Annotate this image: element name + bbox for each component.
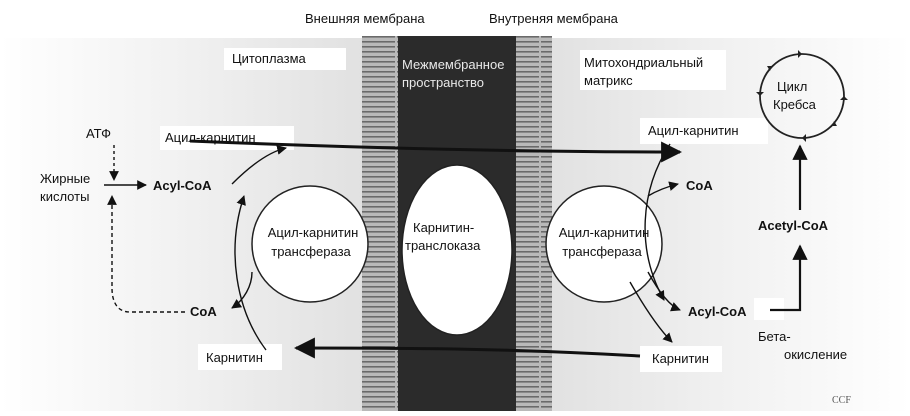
coa-right-label: CoA xyxy=(686,178,713,193)
coa-recycle-dashed-arrow xyxy=(107,195,185,313)
acyl-carnitine-import-arrow xyxy=(189,139,683,163)
intermembrane-label-line1: Межмембранное xyxy=(402,57,505,72)
outer-membrane-label: Внешняя мембрана xyxy=(305,11,425,26)
acyl-coa-right-label: Acyl-CoA xyxy=(688,304,747,319)
matrix-box xyxy=(580,50,726,90)
cytoplasm-label: Цитоплазма xyxy=(232,51,306,66)
acyl-carnitine-right-label: Ацил-карнитин xyxy=(648,123,739,138)
fatty-acids-label-line2: кислоты xyxy=(40,189,90,204)
acetyl-coa-label: Acetyl-CoA xyxy=(758,218,829,233)
krebs-cycle-label-line2: Кребса xyxy=(773,97,816,112)
beta-oxidation-label-line1: Бета- xyxy=(758,329,791,344)
acyl-coa-left-label: Acyl-CoA xyxy=(153,178,212,193)
right-carnitine-arc xyxy=(629,281,673,343)
krebs-cycle-label-line1: Цикл xyxy=(777,79,808,94)
fatty-acids-label-line1: Жирные xyxy=(40,171,91,186)
left-carnitine-arc xyxy=(234,195,267,351)
translocase-label-line2: транслоказа xyxy=(405,238,481,253)
beta-oxidation-arrow xyxy=(770,244,808,312)
transferase-right-label-line1: Ацил-карнитин xyxy=(558,225,650,240)
carnitine-right-box xyxy=(640,346,722,372)
intermembrane-label-line2: пространство xyxy=(402,75,485,90)
inner-membrane-label: Внутреняя мембрана xyxy=(489,11,618,26)
transferase-left-label-line2: трансфераза xyxy=(271,244,351,259)
inner-membrane xyxy=(516,36,552,411)
acyl-carnitine-left-box xyxy=(160,126,294,150)
matrix-label-line1: Митохондриальный xyxy=(584,55,704,70)
beta-oxidation-label-line2: окисление xyxy=(784,347,848,362)
krebs-cycle-arrowheads xyxy=(756,50,848,142)
transferase-left-label-line1: Ацил-карнитин xyxy=(267,225,359,240)
carnitine-left-label: Карнитин xyxy=(206,350,263,365)
right-acyl-arc xyxy=(644,143,671,301)
carnitine-right-label: Карнитин xyxy=(652,351,709,366)
translocase-ellipse xyxy=(401,164,513,336)
acyl-carnitine-left-label: Ацил-карнитин xyxy=(165,130,256,145)
beta-oxidation-box xyxy=(754,298,784,320)
acyl-carnitine-right-box xyxy=(640,118,768,144)
right-acyl-coa-arc xyxy=(647,271,681,312)
matrix-label-line2: матрикс xyxy=(584,73,633,88)
right-coa-arc xyxy=(647,181,679,197)
outer-membrane xyxy=(362,36,398,411)
carnitine-export-arrow xyxy=(293,337,641,359)
atp-label: АТФ xyxy=(86,126,112,141)
coa-left-label: CoA xyxy=(190,304,217,319)
left-coa-arc xyxy=(231,271,253,309)
left-upper-arc xyxy=(231,145,287,185)
transferase-left-circle xyxy=(251,185,369,303)
cytoplasm-box xyxy=(224,48,346,70)
translocase-label-line1: Карнитин- xyxy=(413,220,475,235)
transferase-right-label-line2: трансфераза xyxy=(562,244,642,259)
carnitine-left-box xyxy=(198,344,282,370)
transferase-right-circle xyxy=(545,185,663,303)
ccf-watermark: CCF xyxy=(832,395,851,406)
